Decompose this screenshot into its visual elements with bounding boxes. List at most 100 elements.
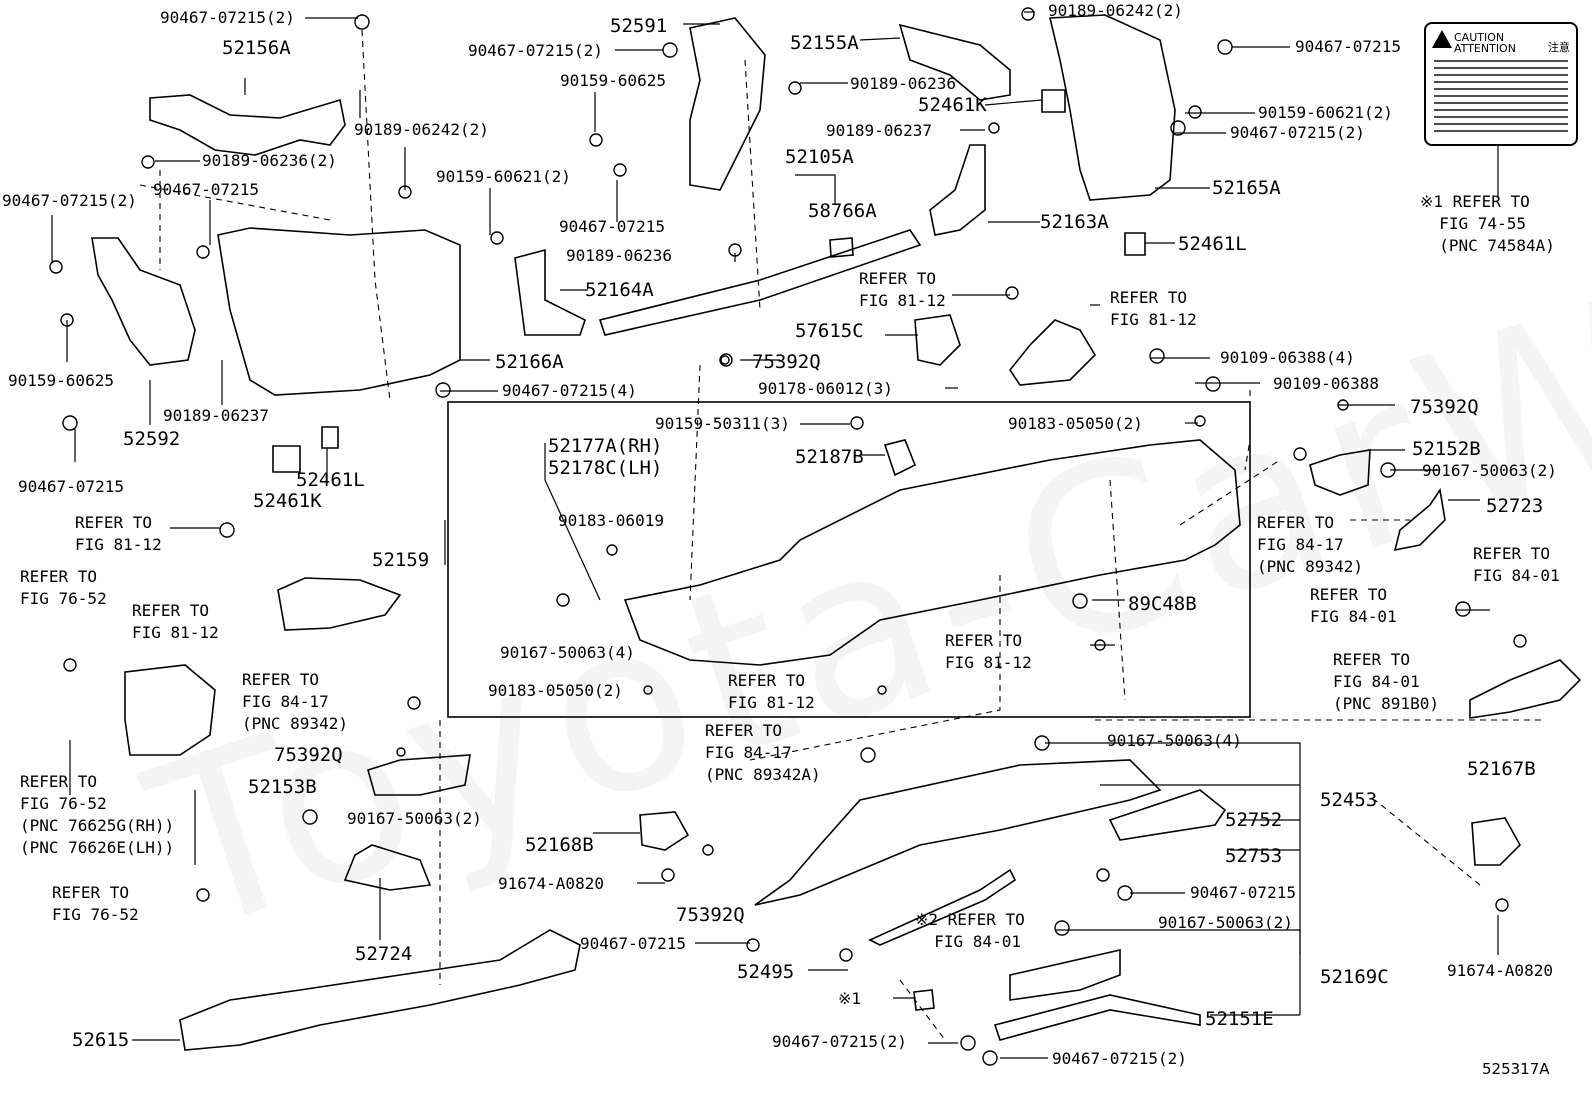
part-52167b-bracket — [1471, 817, 1521, 866]
callout-75392q: 75392Q — [752, 351, 821, 373]
callout-52453: 52453 — [1320, 789, 1378, 811]
caution-label-jp: 注意 — [1548, 41, 1570, 54]
callout-refer-fig-84-01: REFER TO FIG 84-01 — [1310, 585, 1397, 626]
callout-refer-fig-81-12: REFER TO FIG 81-12 — [859, 269, 946, 310]
caution-label-text-lines — [1434, 60, 1568, 136]
callout-90167-50063-2: 90167-50063(2) — [1422, 461, 1557, 480]
callout-refer-fig-84-17-pnc-89342a: REFER TO FIG 84-17 (PNC 89342A) — [705, 721, 821, 784]
part-52591-bracket — [689, 17, 766, 191]
callout-refer-fig-81-12: REFER TO FIG 81-12 — [1110, 288, 1197, 329]
callout-refer-fig-76-52: REFER TO FIG 76-52 — [52, 883, 139, 924]
callout-52151e: 52151E — [1205, 1008, 1274, 1030]
callout-52163a: 52163A — [1040, 211, 1109, 233]
part-52163a-moulding — [929, 144, 986, 236]
part-52461l-block — [1124, 232, 1146, 256]
callout-refer-fig-76-52-pnc: REFER TO FIG 76-52 (PNC 76625G(RH)) (PNC… — [20, 772, 175, 857]
callout-refer-fig-84-01-pnc-891b0: REFER TO FIG 84-01 (PNC 891B0) — [1333, 650, 1439, 713]
callout-90189-06242-2: 90189-06242(2) — [354, 120, 489, 139]
caution-label: CAUTION ATTENTION 注意 — [1424, 22, 1578, 146]
part-52153b-grille — [367, 754, 471, 796]
callout-52495: 52495 — [737, 961, 795, 983]
callout-52155a: 52155A — [790, 32, 859, 54]
callout-90467-07215-2: 90467-07215(2) — [772, 1032, 907, 1051]
callout-52461k: 52461K — [253, 490, 322, 512]
callout-90467-07215: 90467-07215 — [1190, 883, 1296, 902]
part-52151e-strip — [993, 994, 1201, 1041]
callout-52167b: 52167B — [1467, 758, 1536, 780]
callout-52752: 52752 — [1225, 809, 1283, 831]
part-52105a-garnish — [598, 229, 922, 336]
part-52461k-block — [1041, 89, 1066, 113]
callout-90467-07215: 90467-07215 — [153, 180, 259, 199]
part-52159-bumper-cover — [623, 439, 1241, 666]
callout-note1: ※1 — [838, 989, 862, 1008]
callout-90183-05050-2: 90183-05050(2) — [1008, 414, 1143, 433]
callout-90167-50063-4: 90167-50063(4) — [1107, 731, 1242, 750]
callout-52592: 52592 — [123, 428, 181, 450]
part-52155a-bracket — [898, 23, 1011, 101]
callout-52168b: 52168B — [525, 834, 594, 856]
part-52156a-bracket — [149, 94, 346, 156]
callout-90189-06242-2: 90189-06242(2) — [1048, 1, 1183, 20]
part-52164a-moulding — [514, 248, 586, 336]
callout-90167-50063-4: 90167-50063(4) — [500, 643, 635, 662]
callout-90189-06236-2: 90189-06236(2) — [202, 151, 337, 170]
callout-90189-06236: 90189-06236 — [850, 74, 956, 93]
callout-90183-06019: 90183-06019 — [558, 511, 664, 530]
callout-58766a: 58766A — [808, 200, 877, 222]
detail-box — [447, 401, 1251, 718]
callout-52591: 52591 — [610, 15, 668, 37]
part-mudflap — [124, 664, 216, 756]
part-52753-strip — [868, 868, 1017, 946]
callout-52159: 52159 — [372, 549, 430, 571]
dashed-leaders — [139, 29, 1545, 1041]
callout-90178-06012-3: 90178-06012(3) — [758, 379, 893, 398]
callout-57615c: 57615C — [795, 320, 864, 342]
part-52752-strip — [1108, 789, 1227, 841]
callout-52153b: 52153B — [248, 776, 317, 798]
callout-90467-07215-4: 90467-07215(4) — [502, 381, 637, 400]
part-52461k-block-lower — [272, 445, 301, 473]
callout-90467-07215: 90467-07215 — [1295, 37, 1401, 56]
callout-52461l: 52461L — [296, 469, 365, 491]
callout-90159-60625: 90159-60625 — [560, 71, 666, 90]
part-52168b-bracket — [639, 811, 690, 851]
part-lamp-left — [277, 577, 402, 631]
callout-refer-fig-76-52: REFER TO FIG 76-52 — [20, 567, 107, 608]
leader-lines — [51, 11, 1499, 1059]
callout-refer-fig-81-12: REFER TO FIG 81-12 — [75, 513, 162, 554]
part-52166a-cover — [217, 227, 461, 396]
part-note1-patch — [913, 989, 935, 1011]
callout-90183-05050-2: 90183-05050(2) — [488, 681, 623, 700]
callout-90109-06388: 90109-06388 — [1273, 374, 1379, 393]
callout-52723: 52723 — [1486, 495, 1544, 517]
callout-90167-50063-2: 90167-50063(2) — [347, 809, 482, 828]
callout-52461l: 52461L — [1178, 233, 1247, 255]
callout-75392q: 75392Q — [676, 904, 745, 926]
callout-90467-07215-2: 90467-07215(2) — [1230, 123, 1365, 142]
callout-90467-07215-2: 90467-07215(2) — [160, 8, 295, 27]
callout-91674-a0820: 91674-A0820 — [1447, 961, 1553, 980]
callout-90167-50063-2: 90167-50063(2) — [1158, 913, 1293, 932]
callout-90159-60621-2: 90159-60621(2) — [436, 167, 571, 186]
callout-52156a: 52156A — [222, 37, 291, 59]
callout-note2-fig-84-01: ※2 REFER TO FIG 84-01 — [915, 910, 1025, 951]
part-52724-moulding — [343, 844, 432, 891]
part-52615-absorber — [179, 929, 581, 1051]
callout-90189-06236: 90189-06236 — [566, 246, 672, 265]
part-52592-bracket — [91, 237, 196, 366]
diagram-id: 525317A — [1482, 1060, 1550, 1078]
callout-75392q: 75392Q — [274, 744, 343, 766]
callout-90467-07215: 90467-07215 — [580, 934, 686, 953]
part-52461l-block-lower — [321, 426, 339, 449]
part-52453-lower-garnish — [754, 759, 1162, 906]
callout-90467-07215-2: 90467-07215(2) — [1052, 1049, 1187, 1068]
callout-90467-07215: 90467-07215 — [18, 477, 124, 496]
callout-75392q: 75392Q — [1410, 396, 1479, 418]
callout-refer-fig-81-12: REFER TO FIG 81-12 — [728, 671, 815, 712]
callout-90159-60621-2: 90159-60621(2) — [1258, 103, 1393, 122]
part-lamp-upper-right — [1009, 319, 1097, 386]
part-52151e-plate — [1009, 948, 1121, 1001]
callout-52177a-rh: 52177A(RH) — [548, 435, 663, 457]
